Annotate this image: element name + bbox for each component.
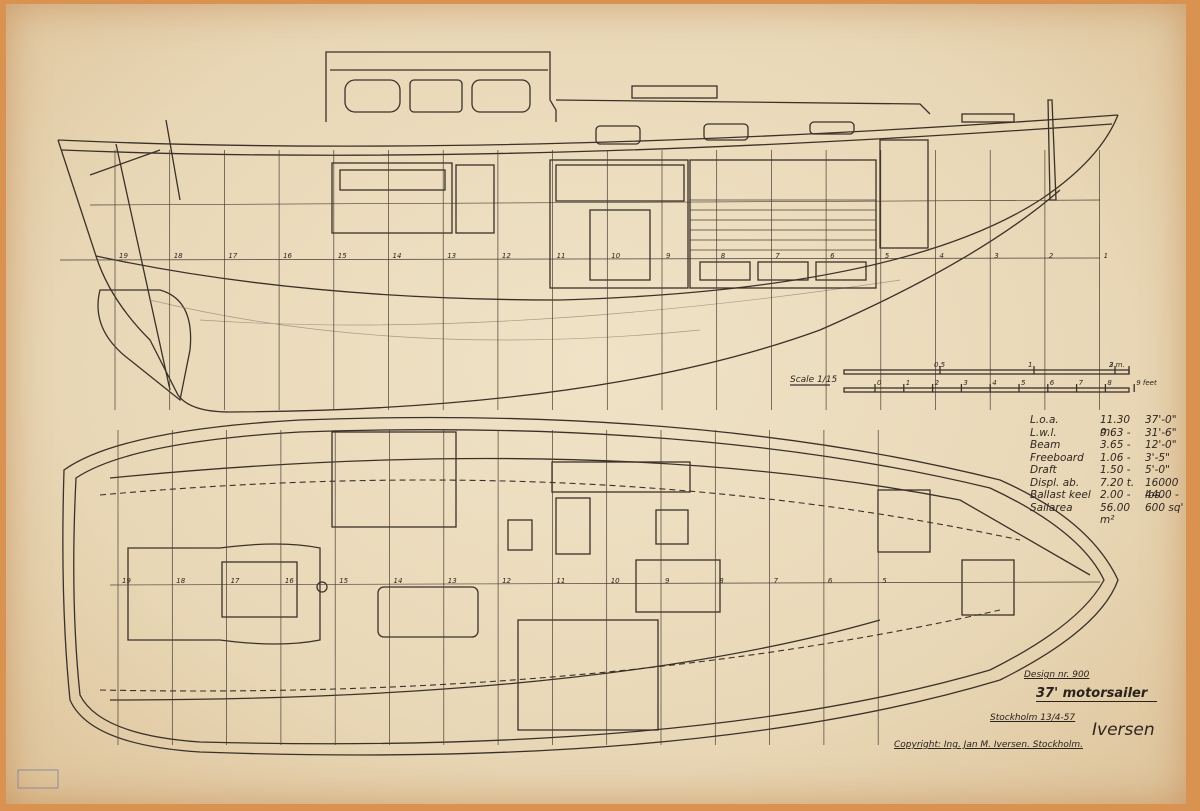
station-label: 11 — [557, 252, 566, 260]
spec-imperial: 37'-0" — [1145, 414, 1177, 426]
station-label: 14 — [394, 577, 403, 585]
station-label: 6 — [830, 252, 835, 260]
spec-imperial: 31'-6" — [1145, 426, 1177, 439]
spec-row: Displ. ab. 7.20 t. 16000 lbs. — [1030, 476, 1200, 501]
station-label: 18 — [176, 577, 185, 585]
spec-metric: 1.06 - — [1100, 451, 1131, 464]
station-label: 1 — [1104, 252, 1108, 260]
station-label: 6 — [828, 577, 833, 585]
spec-label: Displ. ab. — [1030, 476, 1080, 489]
scale-feet-label: 5 — [1021, 379, 1026, 387]
spec-row: Sailarea 56.00 m² 600 sq' — [1030, 501, 1200, 526]
spec-label: L.o.a. — [1030, 414, 1059, 426]
spec-imperial: 3'-5" — [1145, 451, 1170, 464]
spec-imperial: 5'-0" — [1145, 464, 1170, 476]
station-label: 19 — [122, 577, 131, 585]
station-label: 7 — [774, 577, 779, 585]
station-label: 10 — [611, 577, 620, 585]
spec-imperial: 4400 - — [1145, 489, 1179, 501]
station-label: 16 — [283, 252, 292, 260]
spec-metric: 7.20 t. — [1100, 476, 1135, 489]
station-label: 14 — [393, 252, 402, 260]
station-label: 16 — [285, 577, 294, 585]
station-label: 15 — [338, 252, 347, 260]
station-label: 3 — [994, 252, 998, 260]
station-label: 17 — [228, 252, 237, 260]
spec-row: Draft 1.50 - 5'-0" — [1030, 464, 1200, 477]
spec-label: Ballast keel — [1030, 489, 1091, 501]
spec-metric: 11.30 m. — [1100, 414, 1131, 438]
station-label: 17 — [231, 577, 240, 585]
spec-row: Ballast keel 2.00 - 4400 - — [1030, 489, 1200, 502]
station-label: 13 — [447, 252, 456, 260]
spec-metric: 56.00 m² — [1100, 501, 1131, 526]
scale-feet-label: 0 — [877, 379, 882, 387]
spec-row: Beam 3.65 - 12'-0" — [1030, 439, 1200, 452]
station-label: 5 — [885, 252, 890, 260]
station-label: 11 — [556, 577, 565, 585]
spec-row: Freeboard 1.06 - 3'-5" — [1030, 452, 1200, 465]
spec-label: L.w.l. — [1030, 426, 1057, 439]
station-label: 5 — [882, 577, 887, 585]
spec-metric: 2.00 - — [1100, 489, 1131, 501]
scale-feet-label: 4 — [992, 379, 996, 387]
scale-metric-label: 2 — [1109, 361, 1114, 369]
station-label: 7 — [775, 252, 780, 260]
station-label: 13 — [448, 577, 457, 585]
scale-feet-label: 7 — [1079, 379, 1084, 387]
spec-metric: 9.63 - — [1100, 426, 1131, 439]
scale-metric-label: 1 — [1028, 361, 1032, 369]
station-label: 9 — [665, 577, 670, 585]
scale-metric-label: 3 m. — [1109, 361, 1125, 369]
station-label: 19 — [119, 252, 128, 260]
station-label: 2 — [1049, 252, 1054, 260]
spec-label: Freeboard — [1030, 451, 1084, 464]
spec-row: L.w.l. 9.63 - 31'-6" — [1030, 427, 1200, 440]
station-label: 9 — [666, 252, 671, 260]
station-label: 8 — [719, 577, 724, 585]
station-label: 18 — [174, 252, 183, 260]
plan-view: 19 18 17 16 15 14 13 12 11 10 9 8 7 6 5 — [62, 416, 1119, 756]
spec-metric: 3.65 - — [1100, 439, 1131, 451]
scale-feet-label: 1 — [906, 379, 910, 387]
place-date: Stockholm 13/4-57 — [990, 713, 1076, 723]
boat-name: 37' motorsailer — [1036, 686, 1158, 702]
spec-label: Sailarea — [1030, 501, 1073, 514]
copyright: Copyright: Ing. Jan M. Iversen. Stockhol… — [894, 740, 1083, 750]
spec-label: Beam — [1030, 439, 1061, 451]
station-label: 12 — [502, 252, 511, 260]
station-label: 4 — [940, 252, 944, 260]
scale-label: Scale 1/15 — [790, 375, 838, 385]
spec-imperial: 16000 lbs. — [1145, 476, 1179, 501]
scale-feet-label: 8 — [1107, 379, 1112, 387]
station-label: 12 — [502, 577, 511, 585]
spec-label: Draft — [1030, 464, 1057, 476]
scale-metric-label: 0.5 — [934, 361, 946, 369]
scale-feet-label: 2 — [935, 379, 940, 387]
scale-feet-label: 6 — [1050, 379, 1055, 387]
specs-table: L.o.a.11.30 m.37'-0"L.w.l.9.63 -31'-6"Be… — [1030, 414, 1200, 526]
station-label: 8 — [721, 252, 726, 260]
spec-metric: 1.50 - — [1100, 464, 1131, 476]
archive-stamp — [17, 769, 59, 789]
scale-feet-label: 9 feet — [1136, 379, 1157, 387]
signature: Iversen — [1092, 720, 1155, 740]
spec-imperial: 12'-0" — [1145, 439, 1177, 451]
station-label: 10 — [611, 252, 620, 260]
spec-row: L.o.a. 11.30 m. 37'-0" — [1030, 414, 1200, 438]
spec-imperial: 600 sq' — [1145, 501, 1184, 514]
station-label: 15 — [339, 577, 348, 585]
design-number: Design nr. 900 — [1024, 670, 1090, 680]
scale-feet-label: 3 — [963, 379, 967, 387]
